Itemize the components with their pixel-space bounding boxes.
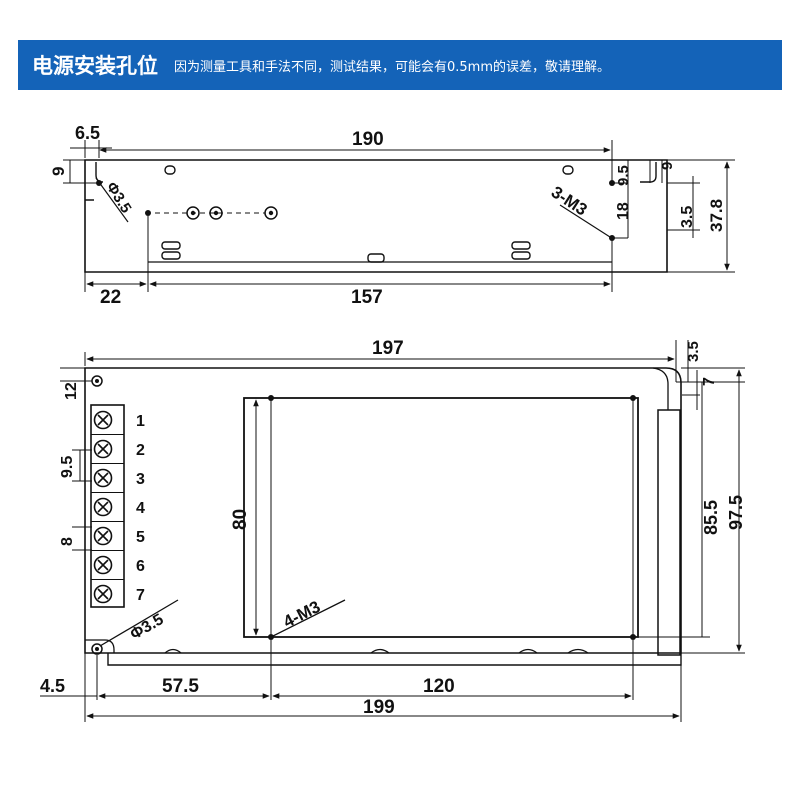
terminal-number: 6 xyxy=(136,558,145,575)
terminal-screw-cross xyxy=(97,588,109,600)
dim-197: 197 xyxy=(372,338,404,359)
heatsink-strip xyxy=(657,409,681,656)
dim-3-5-right: 3.5 xyxy=(679,206,696,228)
dim-9-5-right: 9.5 xyxy=(615,165,632,186)
top-view: 6.5 190 9 Φ3.5 9.5 9 18 3-M3 3.5 xyxy=(49,123,735,308)
dim-3-5-right-top: 3.5 xyxy=(685,341,702,362)
dim-9-left: 9 xyxy=(49,167,68,176)
bottom-view-outline xyxy=(84,367,682,654)
terminal-number: 7 xyxy=(136,587,145,604)
dim-37-8: 37.8 xyxy=(707,199,726,232)
terminal-screws: 1 2 3 4 5 6 7 xyxy=(91,410,145,604)
corner-hole xyxy=(95,647,99,651)
terminal-number: 2 xyxy=(136,442,145,459)
dim-9-right: 9 xyxy=(659,162,676,170)
top-slot xyxy=(161,251,181,260)
terminal-screw-cross xyxy=(97,530,109,542)
top-slot xyxy=(161,241,181,250)
dim-190: 190 xyxy=(352,129,384,150)
terminal-block xyxy=(90,404,125,608)
top-slot xyxy=(562,165,574,175)
terminal-screw-icon xyxy=(93,526,113,546)
dim-97-5: 97.5 xyxy=(726,495,746,530)
terminal-screw-icon xyxy=(93,439,113,459)
top-hole xyxy=(145,210,151,216)
dim-57-5: 57.5 xyxy=(162,676,199,697)
top-slot xyxy=(367,253,385,263)
terminal-screw-cross xyxy=(97,501,109,513)
dim-85-5: 85.5 xyxy=(701,500,721,535)
corner-hole xyxy=(95,379,99,383)
dim-120: 120 xyxy=(423,676,455,697)
terminal-number: 4 xyxy=(136,500,145,517)
terminal-number: 5 xyxy=(136,529,145,546)
top-slot xyxy=(164,165,176,175)
dim-7: 7 xyxy=(701,377,718,386)
terminal-screw-icon xyxy=(93,497,113,517)
top-slot xyxy=(511,241,531,250)
dim-8: 8 xyxy=(59,537,76,546)
dim-12: 12 xyxy=(63,382,80,400)
banner-title: 电源安装孔位 xyxy=(32,54,158,78)
dim-9-5-left: 9.5 xyxy=(59,456,76,478)
pcb-outline xyxy=(243,397,639,638)
dim-6-5: 6.5 xyxy=(75,123,100,143)
dim-3-m3: 3-M3 xyxy=(548,182,591,219)
terminal-screw-cross xyxy=(97,472,109,484)
dim-dia-3-5-top: Φ3.5 xyxy=(103,179,135,216)
title-banner: 电源安装孔位 因为测量工具和手法不同，测试结果，可能会有0.5mm的误差，敬请理… xyxy=(18,40,782,90)
terminal-screw-cross xyxy=(97,559,109,571)
banner-note: 因为测量工具和手法不同，测试结果，可能会有0.5mm的误差，敬请理解。 xyxy=(174,59,611,75)
corner-hole xyxy=(91,643,103,655)
terminal-screw-cross xyxy=(97,414,109,426)
terminal-number: 3 xyxy=(136,471,145,488)
top-hole xyxy=(268,210,274,216)
terminal-screw-icon xyxy=(93,410,113,430)
top-hole xyxy=(213,210,219,216)
dim-80: 80 xyxy=(230,509,251,530)
top-view-right-tab xyxy=(640,162,657,183)
terminal-number: 1 xyxy=(136,413,145,430)
terminal-screw-cross xyxy=(97,443,109,455)
dim-157: 157 xyxy=(351,287,383,308)
terminal-screw-icon xyxy=(93,468,113,488)
dim-4-5: 4.5 xyxy=(40,676,65,696)
terminal-screw-icon xyxy=(93,584,113,604)
dim-dia-3-5-bottom: Φ3.5 xyxy=(128,611,167,643)
dim-199: 199 xyxy=(363,697,395,718)
top-slot xyxy=(511,251,531,260)
terminal-screw-icon xyxy=(93,555,113,575)
dim-4-m3: 4-M3 xyxy=(280,597,323,632)
dim-22: 22 xyxy=(100,287,121,308)
dim-18: 18 xyxy=(615,202,632,220)
